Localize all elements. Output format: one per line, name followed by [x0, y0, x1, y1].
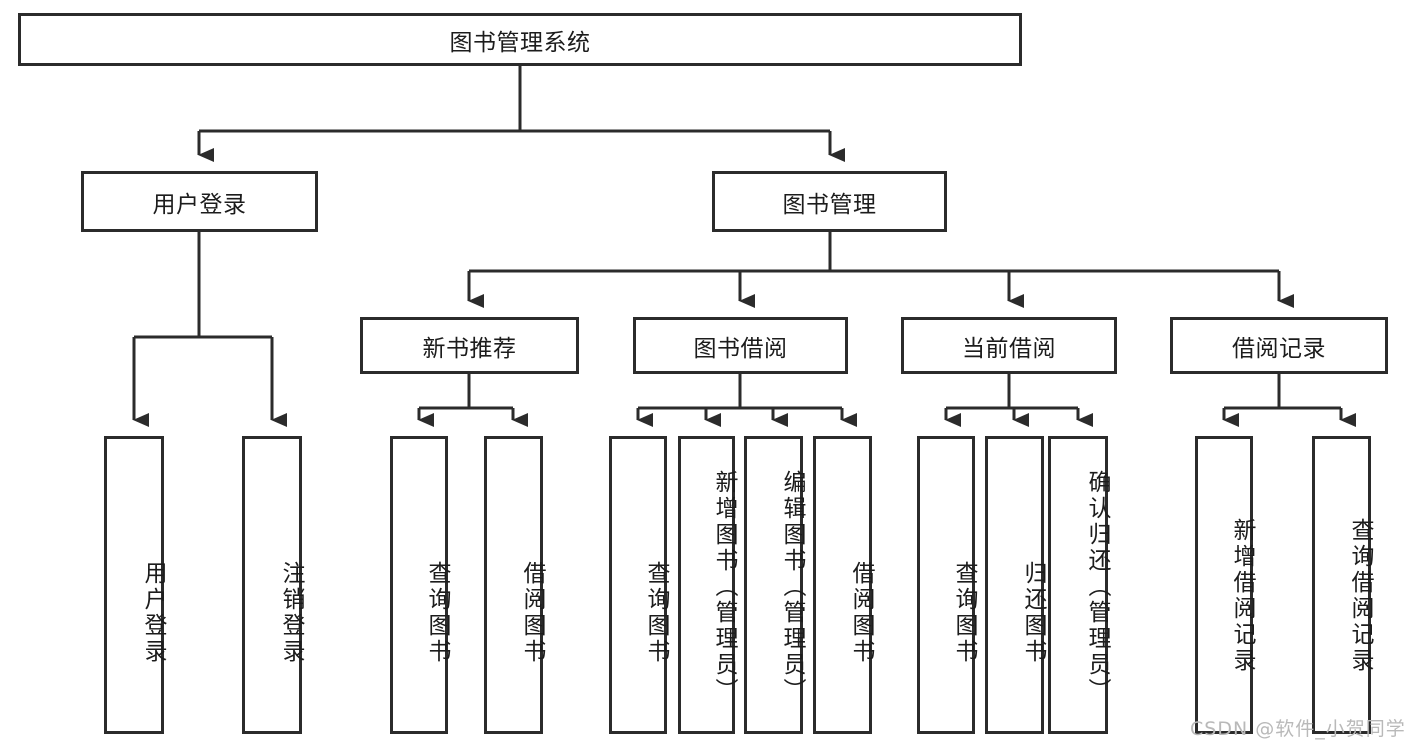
- node-user-login-box[interactable]: [81, 171, 318, 232]
- leaf-box-query-book-2[interactable]: [609, 436, 667, 734]
- leaf-box-borrow-book-1[interactable]: [484, 436, 543, 734]
- leaf-box-return-book[interactable]: [985, 436, 1044, 734]
- leaf-box-user-login[interactable]: [104, 436, 164, 734]
- node-borrow-record-box[interactable]: [1170, 317, 1388, 374]
- leaf-box-logout[interactable]: [242, 436, 302, 734]
- node-borrow-book-box[interactable]: [633, 317, 848, 374]
- leaf-box-confirm-return[interactable]: [1048, 436, 1108, 734]
- leaf-box-query-record[interactable]: [1312, 436, 1371, 734]
- leaf-box-add-record[interactable]: [1195, 436, 1253, 734]
- node-current-borrow-box[interactable]: [901, 317, 1117, 374]
- leaf-box-query-book-1[interactable]: [390, 436, 448, 734]
- leaf-box-edit-book-admin[interactable]: [744, 436, 803, 734]
- leaf-box-query-book-3[interactable]: [917, 436, 975, 734]
- node-root-box[interactable]: [18, 13, 1022, 66]
- leaf-box-add-book-admin[interactable]: [678, 436, 735, 734]
- node-new-book-box[interactable]: [360, 317, 579, 374]
- node-book-manage-box[interactable]: [712, 171, 947, 232]
- leaf-box-borrow-book-2[interactable]: [813, 436, 872, 734]
